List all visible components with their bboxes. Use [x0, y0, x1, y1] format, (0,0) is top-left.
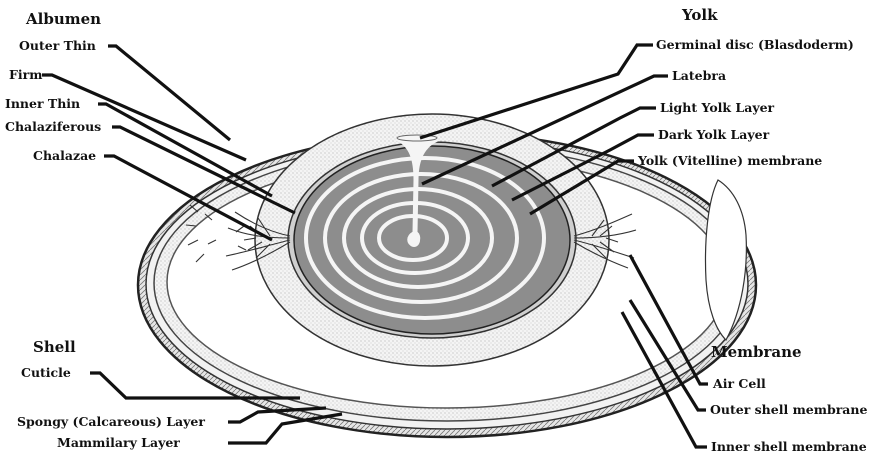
yolk-labels: Germinal disc (Blasdoderm) Latebra Light… — [637, 37, 854, 168]
label-outer-thin: Outer Thin — [19, 38, 96, 53]
label-dark-yolk-layer: Dark Yolk Layer — [658, 127, 770, 142]
label-vitelline-membrane: Yolk (Vitelline) membrane — [637, 153, 822, 168]
heading-shell: Shell — [33, 338, 76, 356]
leader-inner-thin — [98, 104, 272, 196]
label-spongy-layer: Spongy (Calcareous) Layer — [17, 414, 205, 429]
shell-labels: Cuticle Spongy (Calcareous) Layer Mammil… — [17, 365, 205, 450]
label-firm: Firm — [9, 67, 42, 82]
label-germinal-disc: Germinal disc (Blasdoderm) — [656, 37, 854, 52]
label-outer-shell-membrane: Outer shell membrane — [710, 402, 867, 417]
heading-membrane: Membrane — [711, 343, 802, 361]
label-cuticle: Cuticle — [21, 365, 71, 380]
label-chalaziferous: Chalaziferous — [5, 119, 101, 134]
label-mammilary-layer: Mammilary Layer — [57, 435, 180, 450]
label-inner-shell-membrane: Inner shell membrane — [711, 439, 867, 454]
label-air-cell: Air Cell — [712, 376, 766, 391]
heading-yolk: Yolk — [681, 6, 718, 24]
label-latebra: Latebra — [672, 68, 726, 83]
label-light-yolk-layer: Light Yolk Layer — [660, 100, 775, 115]
albumen-labels: Outer Thin Firm Inner Thin Chalaziferous… — [5, 38, 101, 163]
label-inner-thin: Inner Thin — [5, 96, 80, 111]
label-chalazae: Chalazae — [33, 148, 96, 163]
heading-albumen: Albumen — [25, 10, 101, 28]
membrane-labels: Air Cell Outer shell membrane Inner shel… — [710, 376, 867, 454]
